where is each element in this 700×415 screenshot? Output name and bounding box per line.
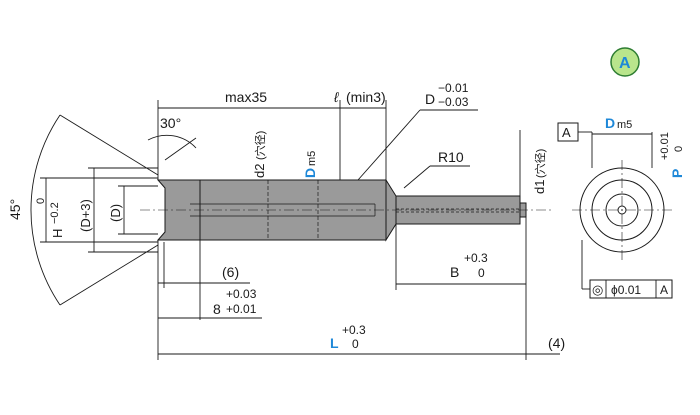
L-tol-lower: 0 (352, 337, 359, 351)
section-Dm5-m5: m5 (617, 119, 632, 131)
eight-label: 8 (213, 301, 221, 317)
Dm5-D-label: D (302, 168, 318, 178)
d2-note: (穴径) (253, 131, 267, 160)
eight-tol-upper: +0.03 (226, 287, 257, 301)
vertical-labels: d2 (穴径) D m5 d1 (穴径) (252, 131, 547, 194)
d1-label: d1 (532, 180, 547, 194)
d2-label: d2 (252, 164, 267, 178)
Dp3-label: (D+3) (78, 199, 93, 232)
H-tol-lower: −0.2 (49, 202, 61, 224)
angle30-label: 30° (160, 115, 181, 131)
angle30-arc (147, 134, 197, 149)
D-paren-label: (D) (108, 204, 123, 222)
eight-tol-lower: +0.01 (226, 302, 257, 316)
conc-datum: A (660, 283, 668, 297)
section-Dm5-D: D (605, 115, 615, 131)
H-tol-upper: 0 (35, 198, 47, 204)
Dm5-m5-label: m5 (306, 151, 318, 166)
B-label: B (450, 264, 459, 280)
L-label: L (330, 335, 339, 351)
bottom-dimensions: (6) 8 +0.03 +0.01 B +0.3 0 L +0.3 0 (4) (157, 130, 565, 360)
min3-label: (min3) (346, 89, 386, 105)
conc-symbol: ◎ (592, 282, 603, 297)
H-label: H (50, 229, 65, 238)
conc-value: ϕ0.01 (611, 283, 641, 297)
four-label: (4) (548, 335, 565, 351)
angle45-ray-bottom (59, 244, 159, 306)
datum-A-label: A (562, 125, 571, 140)
P-tol-lower: 0 (673, 146, 685, 152)
max35-label: max35 (225, 89, 267, 105)
head-dimensions: 30° 45° H 0 −0.2 (D+3) (D) (7, 114, 197, 306)
angle45-ray-top (59, 114, 159, 176)
P-label: P (669, 169, 685, 178)
top-dimensions: max35 ℓ (min3) D −0.01 −0.03 R10 (157, 81, 478, 189)
section-badge (610, 47, 640, 77)
P-tol-upper: +0.01 (659, 132, 671, 160)
B-tol-lower: 0 (478, 266, 485, 280)
six-label: (6) (222, 264, 239, 280)
section-badge-label: A (619, 55, 631, 72)
L-tol-upper: +0.3 (342, 323, 366, 337)
B-tol-upper: +0.3 (464, 251, 488, 265)
ell-label: ℓ (333, 89, 339, 105)
angle30-ref (164, 137, 197, 161)
tol-D-lower: −0.03 (438, 95, 469, 109)
R10-label: R10 (438, 149, 464, 165)
d1-note: (穴径) (533, 149, 547, 178)
angle45-arc (30, 114, 61, 306)
D-prefix-label: D (425, 91, 435, 107)
angle45-label: 45° (7, 199, 23, 220)
D-leader (357, 109, 421, 181)
tol-D-upper: −0.01 (438, 81, 469, 95)
section-view: A A D m5 P +0.01 0 ◎ ϕ0.01 A (557, 47, 685, 299)
pin-side-view (140, 178, 552, 242)
R10-leader (403, 165, 431, 189)
